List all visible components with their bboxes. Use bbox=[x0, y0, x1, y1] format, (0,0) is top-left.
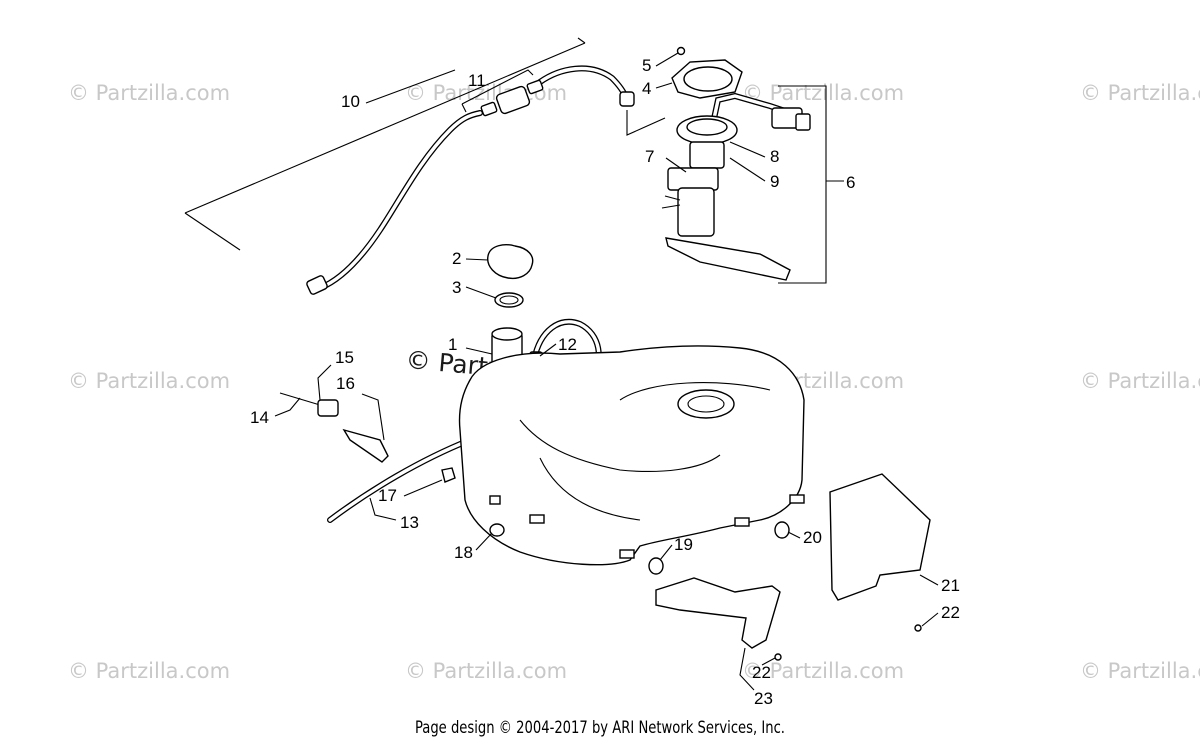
screw bbox=[676, 46, 686, 56]
leader-lines bbox=[274, 52, 939, 691]
group-bracket-line bbox=[184, 42, 586, 214]
callout-22: 22 bbox=[941, 603, 960, 622]
callout-13: 13 bbox=[400, 513, 419, 532]
pump-strainer bbox=[665, 237, 791, 281]
callout-14: 14 bbox=[250, 408, 269, 427]
cap-gasket bbox=[494, 292, 524, 308]
leader-line bbox=[461, 103, 467, 113]
washer bbox=[489, 495, 501, 505]
callout-8: 8 bbox=[770, 147, 779, 166]
leader-line bbox=[365, 69, 456, 104]
watermark: © Partzilla.com bbox=[405, 659, 567, 683]
watermark: © Partzilla.com bbox=[68, 369, 230, 393]
callout-11: 11 bbox=[468, 71, 486, 90]
screw bbox=[914, 624, 922, 632]
callout-19: 19 bbox=[674, 535, 693, 554]
nut bbox=[489, 523, 505, 537]
group-bracket-line bbox=[778, 85, 827, 284]
callouts: 1 2 3 4 5 6 7 8 9 10 11 12 13 14 15 16 1… bbox=[250, 56, 960, 708]
push-rivet bbox=[441, 467, 456, 483]
callout-5: 5 bbox=[642, 56, 651, 75]
hose-connector bbox=[306, 275, 328, 295]
heat-shield bbox=[829, 473, 931, 601]
watermark: © Partzilla.com bbox=[742, 659, 904, 683]
callout-21: 21 bbox=[941, 576, 960, 595]
fuel-line-assembly bbox=[184, 37, 666, 295]
group-bracket-line bbox=[577, 37, 586, 44]
watermark: © Partzilla.com bbox=[1080, 81, 1200, 105]
callout-12: 12 bbox=[558, 335, 577, 354]
callout-15: 15 bbox=[335, 348, 354, 367]
cable bbox=[279, 392, 321, 406]
callout-17: 17 bbox=[378, 486, 397, 505]
callout-20: 20 bbox=[803, 528, 822, 547]
filter-fitting bbox=[526, 79, 544, 95]
callout-3: 3 bbox=[452, 278, 461, 297]
watermark: © Partzilla.com bbox=[68, 81, 230, 105]
callout-23: 23 bbox=[754, 689, 773, 708]
hardware bbox=[441, 467, 922, 661]
cable-clip bbox=[317, 399, 339, 417]
heat-shields bbox=[655, 473, 931, 649]
tank-body bbox=[458, 345, 805, 566]
callout-9: 9 bbox=[770, 172, 779, 191]
filter-fitting bbox=[480, 101, 498, 117]
callout-4: 4 bbox=[642, 79, 651, 98]
grommet bbox=[774, 521, 790, 539]
callout-18: 18 bbox=[454, 543, 473, 562]
watermark: © Partzilla.com bbox=[1080, 659, 1200, 683]
fuel-cap bbox=[487, 244, 534, 280]
fuel-tank bbox=[458, 345, 805, 566]
callout-1: 1 bbox=[448, 335, 457, 354]
callout-6: 6 bbox=[846, 173, 855, 192]
callout-22-lower: 22 bbox=[752, 663, 771, 682]
leader-line bbox=[461, 69, 534, 105]
watermark: © Partzilla.com bbox=[68, 659, 230, 683]
fuel-pump-assembly bbox=[661, 46, 827, 284]
mount-bracket bbox=[342, 428, 389, 463]
leader-line bbox=[626, 110, 666, 136]
watermark: © Partzilla.com bbox=[742, 81, 904, 105]
page-footer: Page design © 2004-2017 by ARI Network S… bbox=[414, 718, 785, 738]
group-bracket-line bbox=[184, 212, 241, 251]
fuel-filter bbox=[495, 85, 531, 115]
pump-motor bbox=[667, 167, 719, 191]
callout-16: 16 bbox=[336, 374, 355, 393]
grommet bbox=[648, 557, 664, 575]
heat-shield-lower bbox=[655, 577, 781, 649]
watermark: © Partzilla.com bbox=[1080, 369, 1200, 393]
screw bbox=[774, 653, 782, 661]
callout-10: 10 bbox=[341, 92, 360, 111]
hose-elbow-connector bbox=[619, 91, 635, 107]
cable-bracket bbox=[279, 392, 389, 463]
tank-pump-opening bbox=[677, 389, 735, 419]
callout-7: 7 bbox=[645, 147, 654, 166]
callout-2: 2 bbox=[452, 249, 461, 268]
